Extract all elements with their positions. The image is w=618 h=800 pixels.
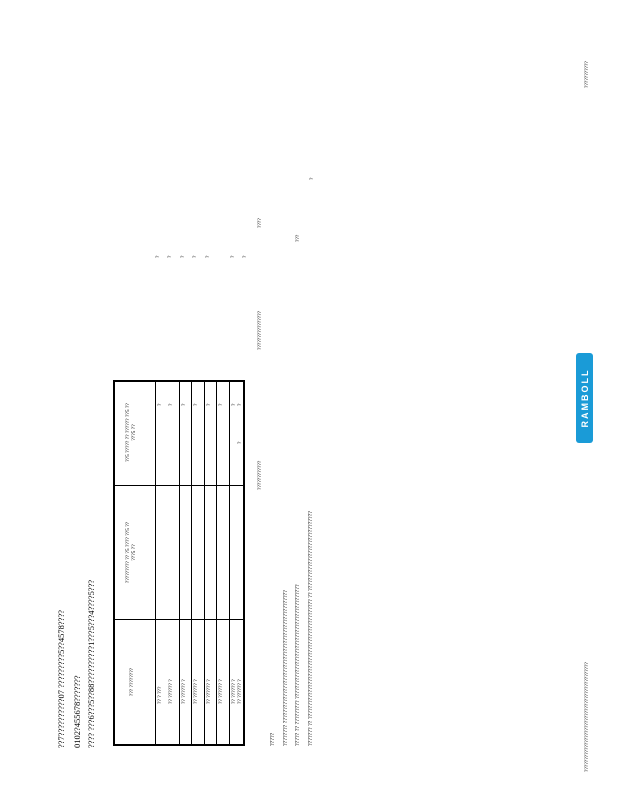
- side-note-a: ????: [257, 218, 263, 228]
- table-header-col1: ??? ????????: [129, 667, 135, 697]
- table-footer-left: ????????????: [257, 460, 263, 490]
- table-cell: ?: [193, 403, 199, 406]
- table-row-divider: [216, 382, 217, 744]
- ramboll-logo: RAMBOLL: [576, 353, 593, 443]
- table-cell: ?: [168, 403, 174, 406]
- side-mark: ?: [167, 255, 173, 258]
- table-cell: ?? ? ???: [157, 686, 163, 704]
- table-header-col2-line2: ???5 ??: [131, 544, 138, 561]
- table-cell: ?: [237, 441, 243, 444]
- page-footer-left: ????????????????????????????????????????…: [584, 662, 590, 772]
- table-header-col3-line2: ???5 ??: [131, 424, 138, 441]
- table-header-col3: ??5 ????? ?? ?????? ??5 ?? ???5 ??: [125, 380, 137, 485]
- table-footer-right: ????????????????: [257, 310, 263, 350]
- data-table: ??? ???????? ????????? ?? ?5 ???? ??5 ??…: [113, 380, 245, 746]
- table-row-divider: [191, 382, 192, 744]
- heading-line-1: ??7??????????07 ?????????5??4578????: [56, 610, 66, 748]
- side-note-c: ?: [309, 177, 315, 180]
- table-row-divider: [229, 382, 230, 744]
- note-line-1: ?????: [270, 732, 276, 746]
- logo-text: RAMBOLL: [579, 368, 590, 428]
- table-cell: ?? ?????? ?: [237, 679, 243, 704]
- table-row-divider: [204, 382, 205, 744]
- note-line-4: ??????? ?? ?????????????????????????????…: [308, 510, 314, 746]
- side-mark: ?: [192, 255, 198, 258]
- side-note-b: ???: [295, 234, 301, 242]
- side-mark: ?: [180, 255, 186, 258]
- table-row-divider: [179, 382, 180, 744]
- table-cell: ?: [218, 403, 224, 406]
- table-cell: ?? ?????? ?: [218, 679, 224, 704]
- table-header-col2: ????????? ?? ?5 ???? ??5 ?? ???5 ??: [125, 486, 137, 619]
- note-line-3: ????? ?? ????????? ?????????????????????…: [295, 584, 301, 746]
- table-cell: ?: [237, 403, 243, 406]
- table-header-divider: [155, 382, 156, 744]
- table-cell: ?? ?????? ?: [181, 679, 187, 704]
- heading-line-3: ???? ???6???5??88??????????1???5???4????…: [86, 579, 96, 748]
- side-mark: ?: [242, 255, 248, 258]
- table-cell: ?: [181, 403, 187, 406]
- table-cell: ?? ?????? ?: [193, 679, 199, 704]
- side-mark: ?: [205, 255, 211, 258]
- page-header-right: ???????????: [584, 61, 590, 88]
- side-mark: ?: [230, 255, 236, 258]
- note-line-2: ???????? ???????????????????????????????…: [283, 590, 289, 746]
- table-cell: ?? ?????? ?: [206, 679, 212, 704]
- side-mark: ?: [155, 255, 161, 258]
- table-cell: ?: [206, 403, 212, 406]
- heading-line-2: 0102?455678???????: [72, 675, 82, 748]
- table-cell: ?? ?????? ?: [168, 679, 174, 704]
- table-cell: ?: [157, 403, 163, 406]
